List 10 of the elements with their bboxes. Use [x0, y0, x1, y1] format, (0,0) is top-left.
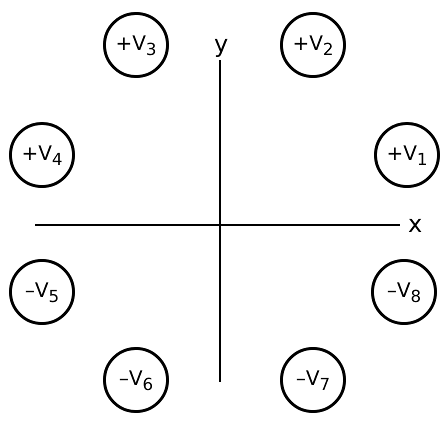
- node-label: –V$_{5}$: [24, 278, 60, 306]
- node-label: +V$_{1}$: [386, 141, 428, 169]
- axis-label: y: [214, 32, 228, 56]
- node-label: +V$_{2}$: [292, 31, 334, 59]
- node-label: –V$_{7}$: [296, 366, 330, 394]
- node-label: –V$_{8}$: [386, 278, 422, 306]
- axis-label: x: [408, 212, 422, 236]
- node-label: +V$_{4}$: [21, 141, 63, 169]
- node-label: –V$_{6}$: [118, 366, 154, 394]
- node-label: +V$_{3}$: [115, 31, 157, 59]
